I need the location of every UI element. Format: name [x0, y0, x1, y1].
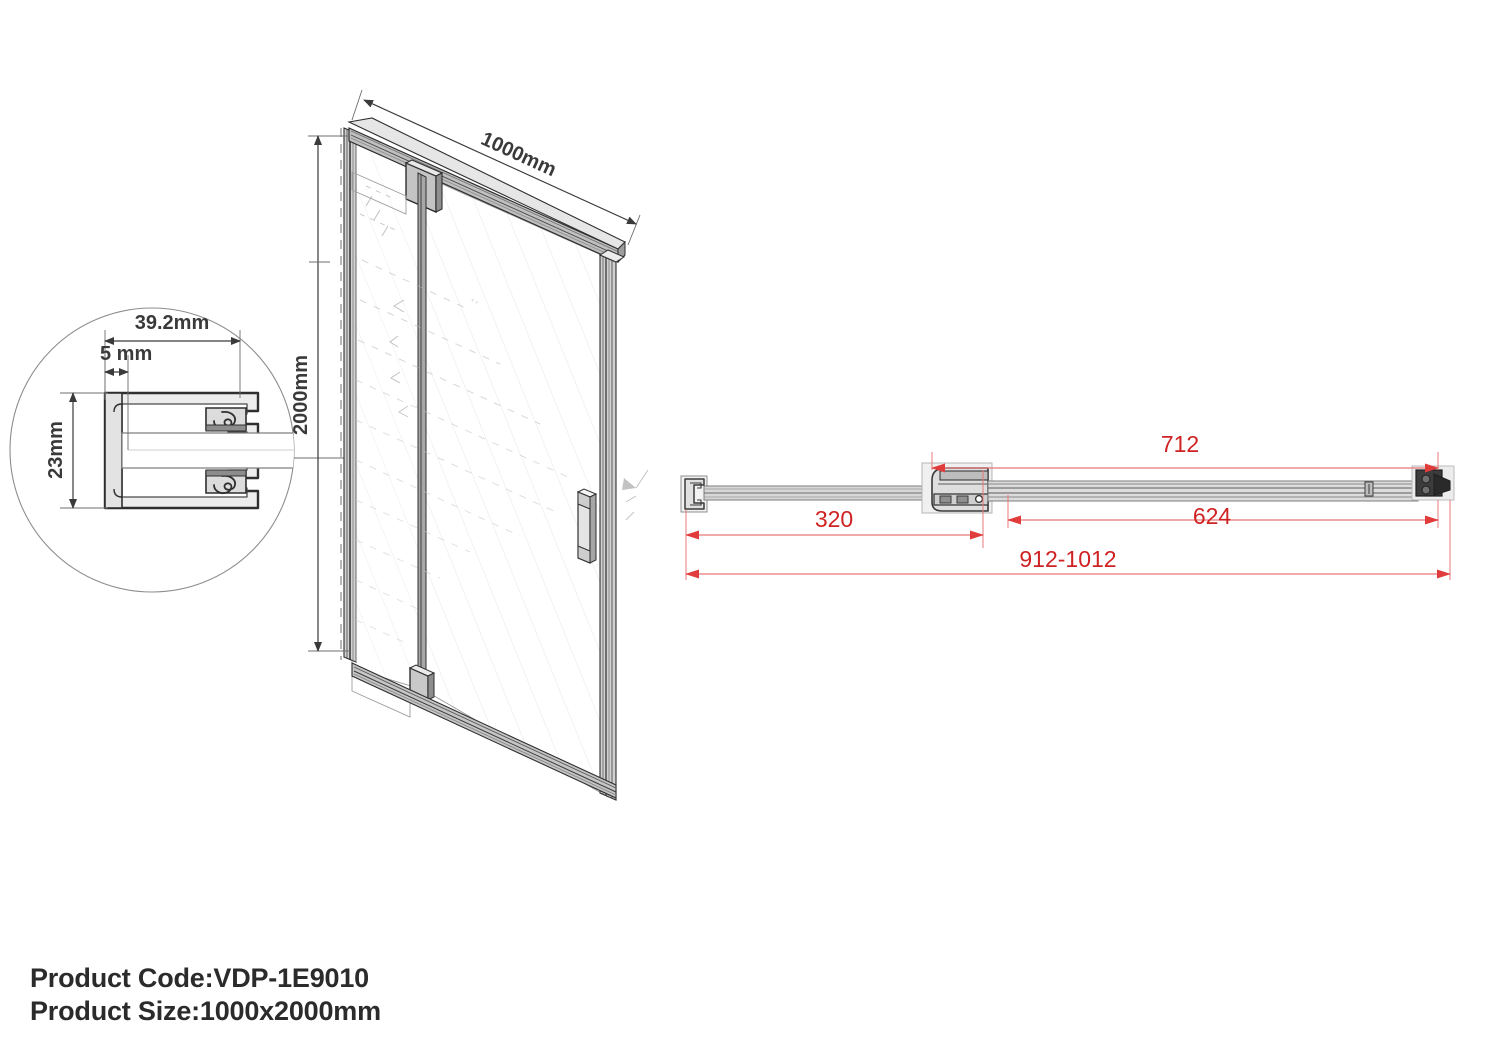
sliding-panel-face [423, 175, 609, 798]
end-cap-tail [1433, 473, 1451, 496]
dim-label-624: 624 [1193, 503, 1232, 529]
detail-circle-contents [103, 391, 294, 510]
product-code-text: Product Code:VDP-1E9010 [30, 963, 369, 993]
carriage-screw-2 [956, 495, 969, 504]
roller-carriage-block [921, 462, 993, 514]
ext-line-right [627, 214, 641, 246]
dim-line [363, 99, 637, 225]
ext-line-left [351, 89, 363, 121]
dim-label-712: 712 [1161, 431, 1199, 457]
detail-circle-group: 39.2mm 5 mm 23mm [9, 307, 352, 593]
elevation-view-group: .. 1000mm 2000mm [290, 89, 649, 801]
sliding-panel-stile [417, 172, 427, 693]
carriage-pivot-hole [974, 494, 984, 504]
fixed-panel-face [351, 141, 425, 691]
vertical-pull-handle [576, 488, 598, 564]
track-rail-left-segment [703, 485, 941, 501]
dim-39-2mm: 39.2mm [104, 312, 241, 398]
dim-712: 712 [931, 431, 1439, 473]
wall-profile-left [680, 475, 708, 513]
right-door-profile [598, 249, 626, 801]
carriage-upper-plate [939, 470, 989, 481]
bottom-rail [351, 662, 617, 799]
profile-upper-gasket [205, 407, 247, 432]
dim-label-2000mm: 2000mm [290, 355, 312, 435]
dim-label-912-1012: 912-1012 [1019, 546, 1116, 572]
elevation-callout-marks [622, 469, 649, 521]
end-cap-right [1411, 465, 1455, 501]
sliding-glass-panel [423, 175, 609, 798]
product-size-text: Product Size:1000x2000mm [30, 995, 381, 1026]
wall-profile-channel [684, 478, 705, 510]
right-profile-face [599, 254, 617, 801]
dim-label-320: 320 [815, 506, 853, 532]
left-wall-profile [340, 127, 357, 663]
fixed-glass-panel [351, 141, 425, 691]
handle-boss-top [577, 491, 591, 510]
carriage-screw-1 [939, 495, 952, 504]
track-rail-main [987, 480, 1419, 502]
dim-912-1012: 912-1012 [685, 500, 1451, 580]
dim-label-5mm: 5 mm [100, 343, 152, 365]
handle-boss-bottom [577, 545, 591, 564]
dim-23mm: 23mm [45, 392, 108, 509]
dim-label-23mm: 23mm [45, 421, 67, 479]
glass-hatch-field [352, 140, 612, 800]
profile-lower-gasket [205, 469, 247, 495]
plan-view-group: 712 320 624 912-1012 [680, 431, 1455, 580]
dim-2000mm: 2000mm [290, 135, 350, 652]
title-block: Product Code:VDP-1E9010 Product Size:100… [30, 962, 381, 1028]
end-cap-roller [1421, 474, 1431, 484]
dim-5mm: 5 mm [100, 343, 152, 450]
dim-label-39-2mm: 39.2mm [135, 312, 210, 334]
dim-624: 624 [1007, 495, 1439, 529]
dim-label-1000mm: 1000mm [477, 128, 559, 181]
end-cap-roller-2 [1421, 485, 1431, 495]
